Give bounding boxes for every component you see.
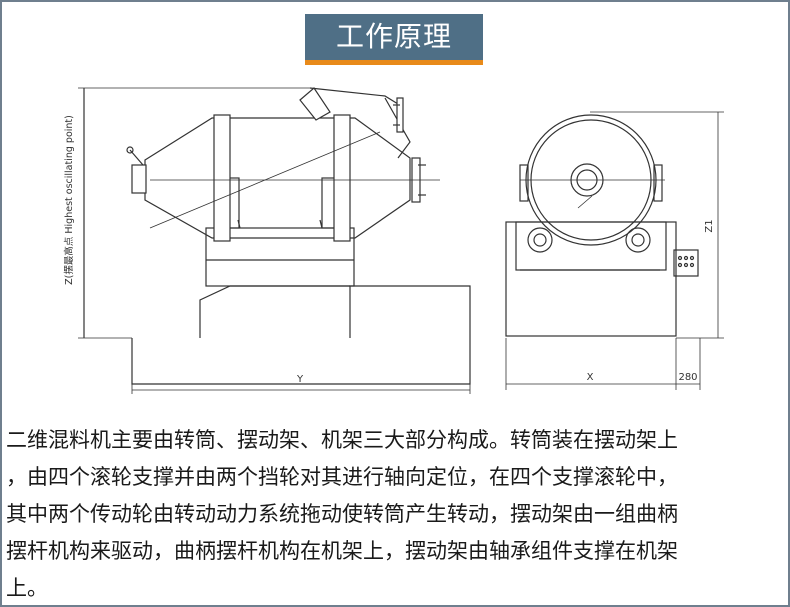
drum-body: [144, 117, 411, 239]
description-line: 二维混料机主要由转筒、摆动架、机架三大部分构成。转筒装在摆动架上: [6, 428, 678, 452]
dim-y-label: Y: [296, 374, 304, 385]
swing-frame: [205, 227, 355, 287]
description-line: 其中两个传动轮由转动动力系统拖动使转筒产生转动，摆动架由一组曲柄: [6, 502, 678, 526]
technical-drawing-svg: Z(摆最高点 Highest oscillating point) Y X 28…: [63, 87, 724, 394]
description-text: 二维混料机主要由转筒、摆动架、机架三大部分构成。转筒装在摆动架上 ，由四个滚轮支…: [6, 422, 784, 607]
control-box: [673, 249, 699, 277]
section-title: 工作原理: [305, 14, 483, 65]
description-line: 摆杆机构来驱动，曲柄摆杆机构在机架上，摆动架由轴承组件支撑在机架: [6, 539, 678, 563]
dim-z1-label: Z1: [704, 219, 715, 232]
description-line: 上。: [6, 576, 48, 600]
vertical-label: Z(摆最高点 Highest oscillating point): [63, 115, 75, 285]
description-line: ，由四个滚轮支撑并由两个挡轮对其进行轴向定位，在四个支撑滚轮中，: [6, 465, 678, 489]
machine-drawing: Z(摆最高点 Highest oscillating point) Y X 28…: [0, 70, 790, 400]
base-frame: [131, 285, 471, 385]
dim-280-label: 280: [678, 372, 697, 383]
dim-x-label: X: [587, 372, 594, 383]
